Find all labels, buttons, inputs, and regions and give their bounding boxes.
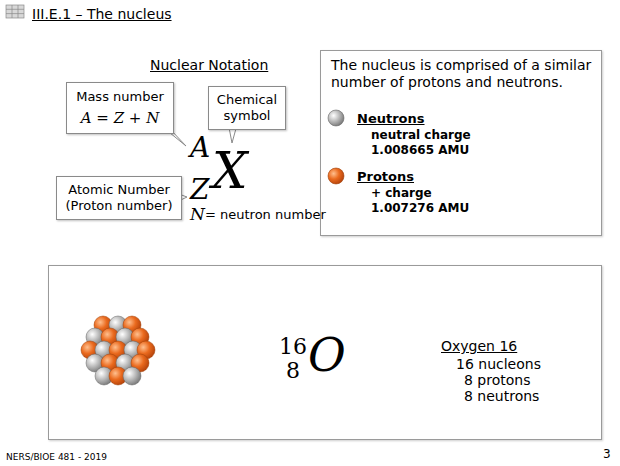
particle-name: Neutrons xyxy=(357,111,425,126)
mass-symbol: A xyxy=(190,134,210,162)
element-symbol: O xyxy=(308,332,346,378)
isotope-name: Oxygen 16 xyxy=(441,338,517,354)
particle-property: + charge xyxy=(371,186,432,200)
mass-number: 16 xyxy=(279,336,307,358)
atomic-symbol: Z xyxy=(190,176,209,204)
isotope-fact: 8 neutrons xyxy=(464,388,539,404)
neutron-definition: = neutron number xyxy=(205,207,326,223)
isotope-fact: 8 protons xyxy=(464,372,530,388)
example-panel: 168O Oxygen 16 16 nucleons8 protons8 neutr… xyxy=(48,265,602,440)
element-symbol: X xyxy=(212,146,248,196)
callout-text: Chemical symbol xyxy=(213,92,281,124)
formula: A = Z + N xyxy=(71,108,169,128)
particle-mass: 1.008665 AMU xyxy=(371,143,469,157)
callout-box: Mass number A = Z + N xyxy=(66,82,174,134)
particle-property: neutral charge xyxy=(371,128,471,142)
particle-name: Protons xyxy=(357,169,414,184)
particle-mass: 1.007276 AMU xyxy=(371,201,469,215)
panel-text: The nucleus is comprised of a similar nu… xyxy=(331,57,593,91)
slide-title: III.E.1 – The nucleus xyxy=(32,6,172,22)
callout-box: Atomic Number (Proton number) xyxy=(56,176,182,220)
proton-ball xyxy=(328,168,344,184)
nucleus-illustration xyxy=(81,316,155,385)
info-panel: The nucleus is comprised of a similar nu… xyxy=(320,50,602,236)
neutron-ball xyxy=(328,110,344,126)
page-number: 3 xyxy=(603,447,611,461)
callout-text: Mass number xyxy=(71,88,169,105)
section-heading: Nuclear Notation xyxy=(150,57,268,73)
isotope-fact: 16 nucleons xyxy=(456,356,541,372)
title-icon xyxy=(6,5,24,18)
callout-text: Atomic Number (Proton number) xyxy=(61,182,177,214)
atomic-number: 8 xyxy=(286,360,300,382)
footer-text: NERS/BIOE 481 - 2019 xyxy=(6,452,107,462)
callout-box: Chemical symbol xyxy=(208,86,286,130)
neutron-symbol: N xyxy=(190,206,205,223)
